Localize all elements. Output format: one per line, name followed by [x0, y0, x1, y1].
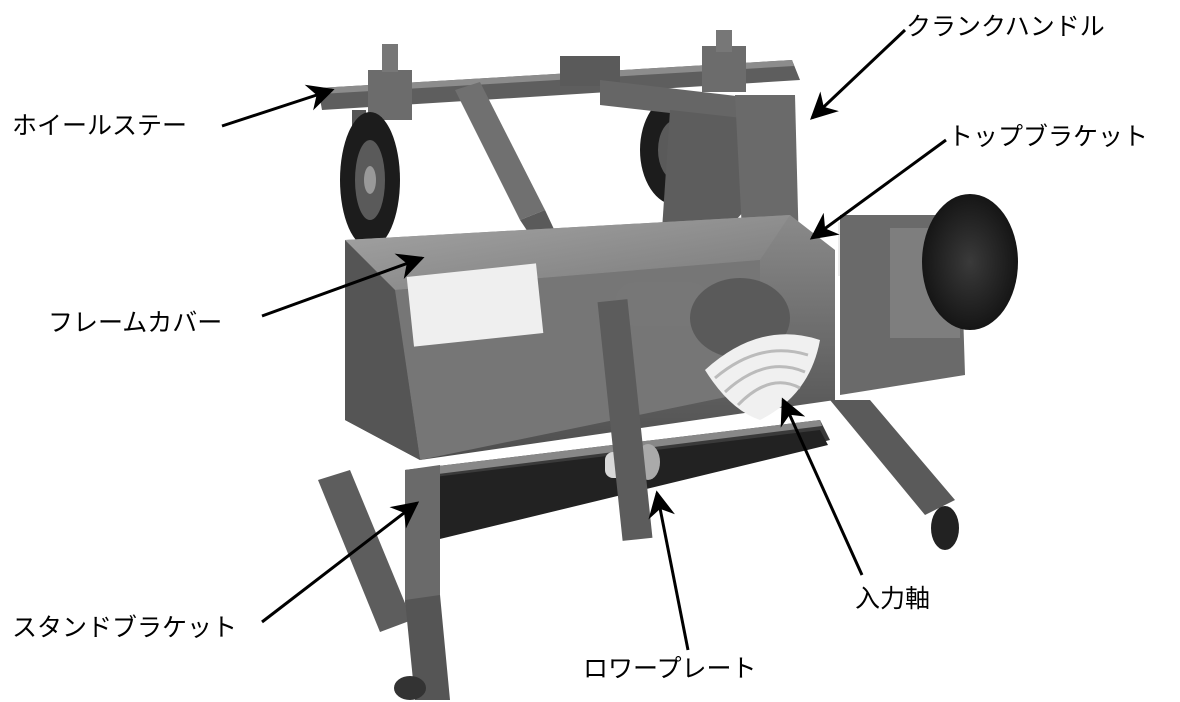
arrow-input-shaft [780, 397, 864, 576]
label-top-bracket: トップブラケット [948, 122, 1149, 151]
roller-shaft [597, 299, 660, 541]
front-right-leg [830, 400, 959, 550]
label-stand-bracket: スタンドブラケット [12, 613, 238, 642]
label-input-shaft: 入力軸 [855, 584, 931, 613]
arrow-frame-cover [261, 253, 425, 318]
warning-sticker-left [406, 263, 544, 347]
wheel-stay-bar [318, 30, 800, 120]
arrow-wheel-stay [221, 84, 335, 128]
arrow-crank-handle [810, 28, 907, 120]
label-frame-cover: フレームカバー [48, 308, 223, 337]
label-lower-plate: ロワープレート [583, 654, 757, 683]
stand-bracket-assembly [318, 465, 450, 700]
label-crank-handle: クランクハンドル [906, 12, 1105, 41]
rear-left-caster-wheel [340, 110, 400, 248]
gearbox [615, 278, 820, 420]
leader-arrows [221, 28, 947, 651]
arrow-top-bracket [809, 138, 947, 240]
side-gear-case [840, 194, 1018, 395]
motor-pulley-cover [922, 194, 1018, 330]
label-wheel-stay: ホイールステー [12, 111, 188, 140]
arrow-stand-bracket [261, 501, 420, 624]
arrow-lower-plate [648, 490, 690, 651]
input-shaft-cover [705, 334, 820, 420]
